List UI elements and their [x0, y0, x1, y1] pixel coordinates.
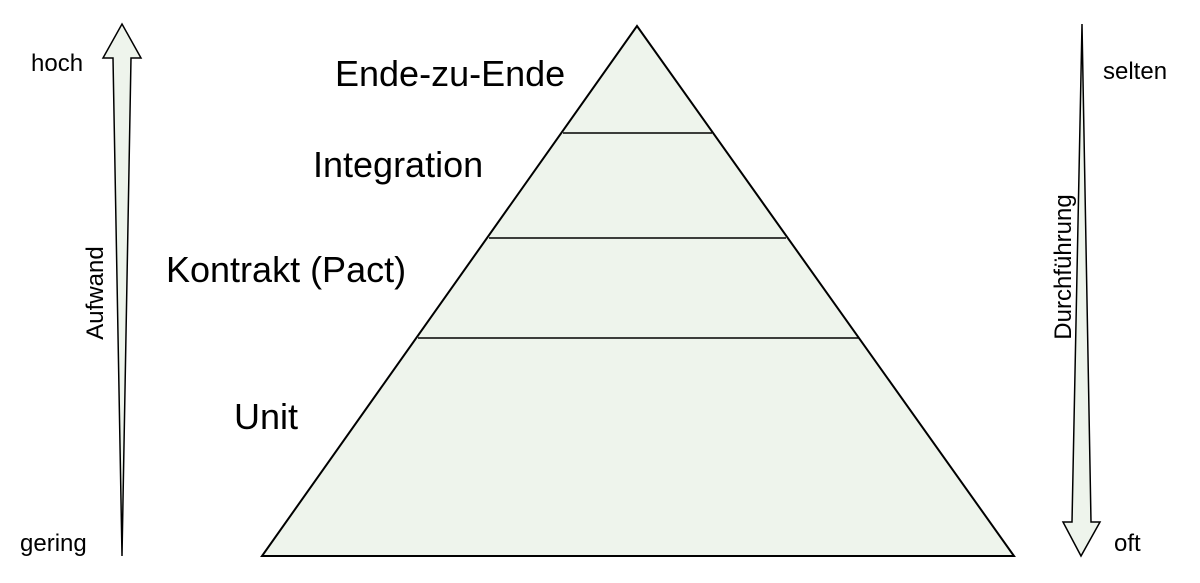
down-arrow-icon	[1061, 23, 1102, 558]
right-axis-top-label: selten	[1103, 58, 1168, 85]
right-axis-title: Durchführung	[1050, 194, 1077, 340]
up-arrow-icon	[101, 22, 143, 557]
left-axis-bottom-label: gering	[20, 530, 87, 557]
left-axis-title: Aufwand	[82, 246, 109, 340]
left-axis-top-label: hoch	[31, 50, 84, 77]
layer-label-integration: Integration	[313, 144, 484, 185]
layer-label-e2e: Ende-zu-Ende	[335, 53, 566, 94]
layer-label-unit: Unit	[234, 396, 299, 437]
pyramid-triangle	[260, 24, 1016, 557]
layer-label-contract: Kontrakt (Pact)	[166, 249, 407, 290]
right-axis-bottom-label: oft	[1114, 530, 1141, 557]
